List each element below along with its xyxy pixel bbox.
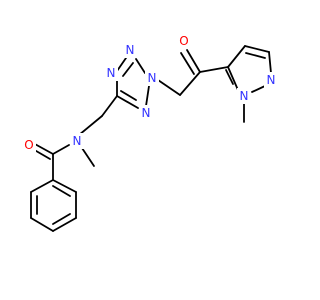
bond xyxy=(180,52,195,75)
bond-layer xyxy=(30,45,272,232)
bond xyxy=(179,71,201,96)
atom-label: N xyxy=(73,134,82,148)
atom-n-amide: N xyxy=(70,133,84,149)
atom-label: N xyxy=(148,71,157,85)
bond xyxy=(268,51,272,74)
bond xyxy=(116,95,139,109)
atom-o-ketone: O xyxy=(177,33,191,49)
atom-label: N xyxy=(107,66,116,80)
atom-label: N xyxy=(240,89,249,103)
atom-o-amide: O xyxy=(22,137,36,153)
bond xyxy=(52,144,70,155)
bond xyxy=(101,95,118,117)
atom-n-tetrazole-n2: N xyxy=(145,70,159,86)
bond xyxy=(145,85,150,107)
atom-label: N xyxy=(267,73,276,87)
bond xyxy=(120,90,137,101)
bond xyxy=(157,79,181,96)
bond xyxy=(32,142,54,155)
atom-n-pyrazole-2: N xyxy=(264,72,278,88)
bond xyxy=(227,66,239,91)
bond xyxy=(227,45,246,68)
atom-n-pyrazole-1: N xyxy=(237,88,251,104)
bond xyxy=(116,57,127,72)
bond xyxy=(122,62,134,77)
molecule-structure-diagram: O N N N N N N N xyxy=(22,33,278,232)
bond xyxy=(52,185,71,197)
bond xyxy=(186,49,201,73)
bond xyxy=(225,69,234,85)
atom-n-tetrazole-n3: N xyxy=(123,42,137,58)
atom-label: O xyxy=(24,138,33,152)
atom-label: N xyxy=(126,43,135,57)
bond xyxy=(81,147,95,167)
bond xyxy=(199,66,229,73)
atom-label-layer: O N N N N N N N xyxy=(22,33,278,153)
atom-label: O xyxy=(179,34,188,48)
bond xyxy=(30,217,54,232)
bond xyxy=(78,115,103,136)
atom-n-tetrazole-n4: N xyxy=(104,65,118,81)
bond xyxy=(251,85,266,93)
bond xyxy=(52,213,71,225)
bond xyxy=(52,179,77,193)
bond xyxy=(52,217,77,232)
bond xyxy=(135,58,146,74)
bond xyxy=(30,179,54,193)
atom-label: N xyxy=(142,106,151,120)
atom-n-tetrazole-n1: N xyxy=(139,105,153,121)
bond xyxy=(245,52,266,59)
bond xyxy=(244,45,270,53)
